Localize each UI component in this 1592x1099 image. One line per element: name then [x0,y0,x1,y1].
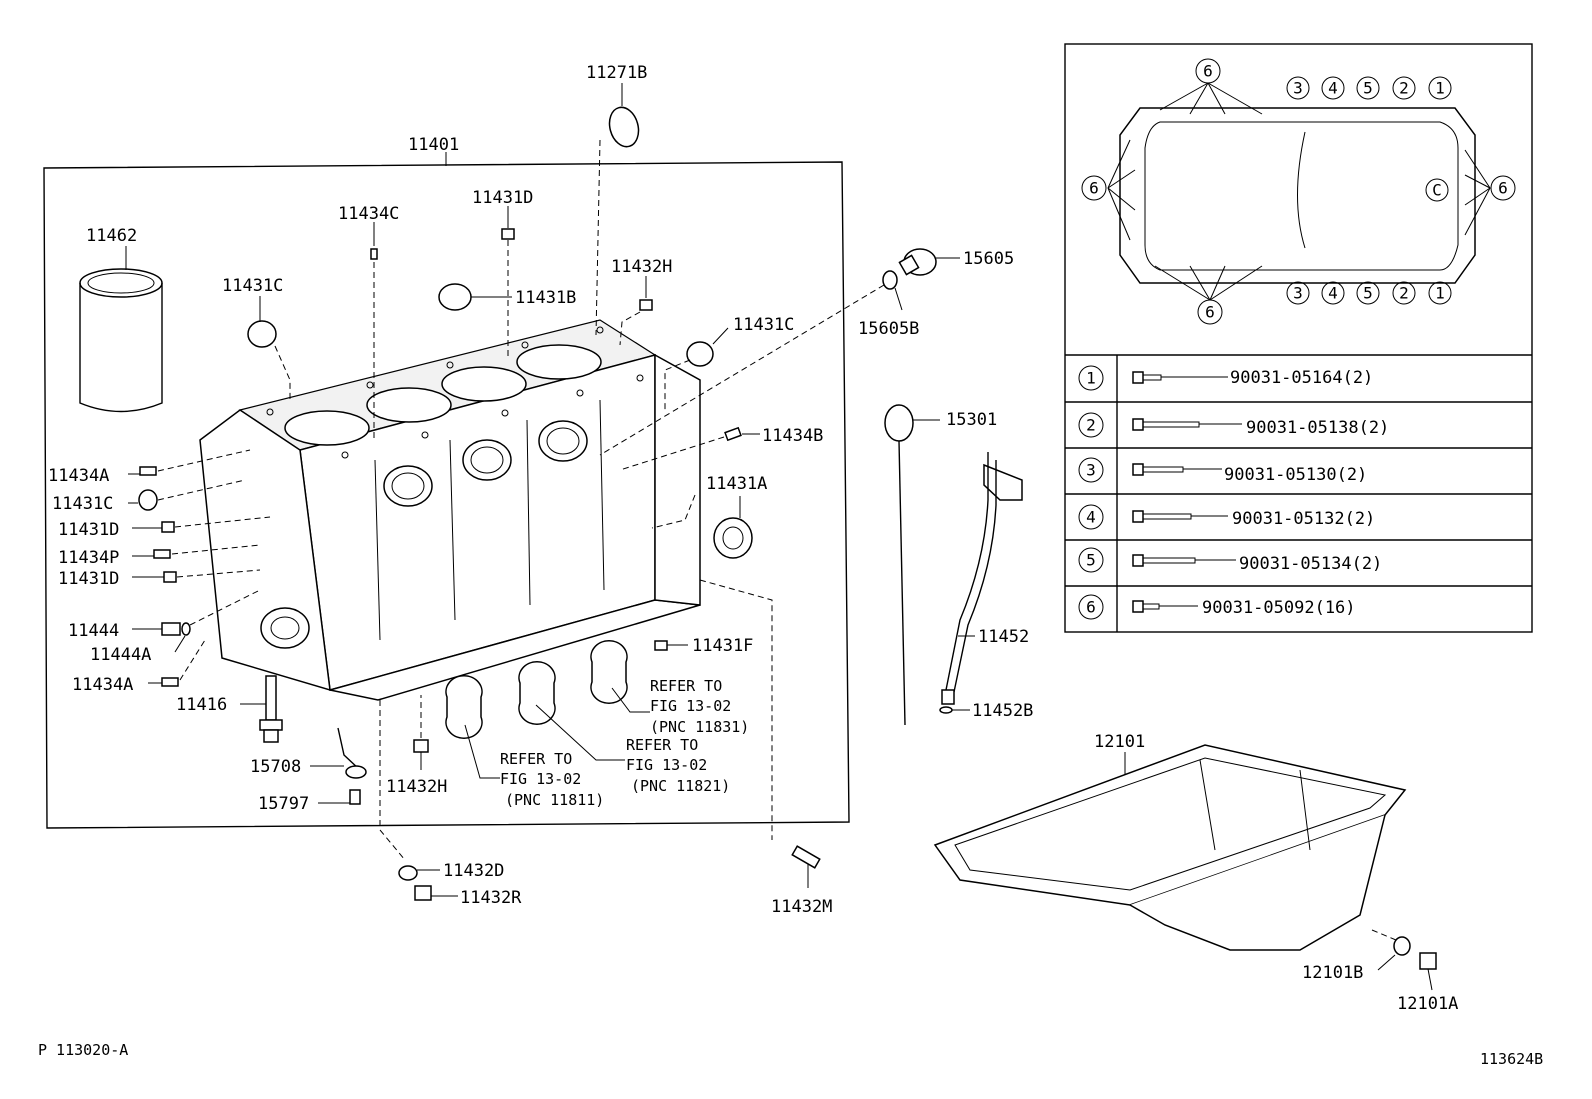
svg-text:FIG 13-02: FIG 13-02 [650,697,731,715]
cylinder-block [199,319,701,701]
svg-text:REFER TO: REFER TO [626,736,698,754]
svg-text:(PNC 11811): (PNC 11811) [505,791,604,809]
bolt-row: 5 90031-05134(2) [1078,547,1382,574]
svg-text:5: 5 [1363,284,1373,303]
engine-block-frame [43,161,850,829]
gasket-outline [1107,82,1491,301]
label-12101a: 12101A [1397,994,1458,1014]
svg-text:4: 4 [1086,508,1096,527]
o-ring-11271b [608,106,640,148]
label-11431a: 11431A [706,474,767,494]
main-bearings [445,639,650,779]
gasket-inset-frame [1064,43,1533,633]
svg-text:4: 4 [1328,284,1338,303]
label-15605b: 15605B [858,319,919,339]
label-11431d-a: 11431D [58,520,119,540]
label-11452: 11452 [978,627,1029,647]
bolt-row: 2 90031-05138(2) [1078,412,1389,438]
callout-6-left: 6 [1089,179,1099,198]
label-11431f: 11431F [692,636,753,656]
label-11431b: 11431B [515,288,576,308]
svg-text:1: 1 [1086,369,1096,388]
svg-text:2: 2 [1086,416,1096,435]
svg-text:3: 3 [1293,284,1303,303]
callout-6-bottom: 6 [1205,303,1215,322]
label-15797: 15797 [258,794,309,814]
label-11432d: 11432D [443,861,504,881]
oil-pan [933,744,1407,951]
callout-c: C [1432,181,1442,200]
label-11452b: 11452B [972,701,1033,721]
svg-text:90031-05130(2): 90031-05130(2) [1224,465,1367,485]
label-11432m: 11432M [771,897,832,917]
svg-text:4: 4 [1328,79,1338,98]
bolt-row: 1 90031-05164(2) [1078,365,1373,391]
label-11434a-b: 11434A [72,675,133,695]
svg-text:1: 1 [1435,284,1445,303]
plug-15605 [898,248,960,276]
svg-text:90031-05132(2): 90031-05132(2) [1232,509,1375,529]
bolt-row: 4 90031-05132(2) [1078,504,1375,530]
svg-text:5: 5 [1086,551,1096,570]
inset-callouts: 6 6 6 6 C 3 4 5 2 1 3 4 5 2 1 [1081,58,1516,325]
bolt-row: 3 90031-05130(2) [1078,457,1367,485]
label-12101: 12101 [1094,732,1145,752]
cylinder-liner [79,246,163,413]
label-11434p: 11434P [58,548,119,568]
svg-text:90031-05138(2): 90031-05138(2) [1246,418,1389,438]
svg-text:6: 6 [1086,598,1096,617]
svg-text:FIG 13-02: FIG 13-02 [500,770,581,788]
page-ref: P 113020-A [38,1041,128,1059]
svg-text:2: 2 [1399,79,1409,98]
svg-text:FIG 13-02: FIG 13-02 [626,756,707,774]
label-11431c-right: 11431C [733,315,794,335]
svg-text:1: 1 [1435,79,1445,98]
label-11431d-b: 11431D [58,569,119,589]
bolt-row: 6 90031-05092(16) [1078,594,1356,620]
label-11432r: 11432R [460,888,522,908]
part-labels: 11271B 11401 11462 11434C 11431D 11431C … [48,63,1458,1014]
label-11432h-top: 11432H [611,257,672,277]
refer-note-11811: REFER TO FIG 13-02 (PNC 11811) [500,750,604,809]
bolt-table: 1 90031-05164(2) 2 90031-05138(2) 3 9003… [1065,354,1532,632]
svg-text:(PNC 11831): (PNC 11831) [650,718,749,736]
svg-text:5: 5 [1363,79,1373,98]
svg-text:2: 2 [1399,284,1409,303]
label-11434a-a: 11434A [48,466,109,486]
dipstick [884,404,940,726]
callout-6-top: 6 [1203,62,1213,81]
label-11271b: 11271B [586,63,647,83]
label-11431c-left: 11431C [222,276,283,296]
svg-text:(PNC 11821): (PNC 11821) [631,777,730,795]
label-11401: 11401 [408,135,459,155]
svg-text:REFER TO: REFER TO [500,750,572,768]
bolt-11416 [240,675,283,743]
label-11431c-b: 11431C [52,494,113,514]
callout-6-right: 6 [1498,179,1508,198]
label-11434b: 11434B [762,426,823,446]
label-11432h-bottom: 11432H [386,777,447,797]
svg-text:90031-05134(2): 90031-05134(2) [1239,554,1382,574]
label-11462: 11462 [86,226,137,246]
label-11434c: 11434C [338,204,399,224]
svg-text:3: 3 [1293,79,1303,98]
label-12101b: 12101B [1302,963,1363,983]
refer-note-11831: REFER TO FIG 13-02 (PNC 11831) [650,677,749,736]
figure-id: 113624B [1480,1050,1543,1068]
label-11416: 11416 [176,695,227,715]
label-11431d-top: 11431D [472,188,533,208]
label-11444: 11444 [68,621,119,641]
label-11444a: 11444A [90,645,151,665]
svg-text:3: 3 [1086,461,1096,480]
svg-text:90031-05092(16): 90031-05092(16) [1202,598,1356,618]
refer-note-11821: REFER TO FIG 13-02 (PNC 11821) [626,736,730,795]
label-15708: 15708 [250,757,301,777]
svg-text:90031-05164(2): 90031-05164(2) [1230,368,1373,388]
label-15605: 15605 [963,249,1014,269]
dipstick-guide [939,452,1023,714]
svg-text:REFER TO: REFER TO [650,677,722,695]
label-15301: 15301 [946,410,997,430]
